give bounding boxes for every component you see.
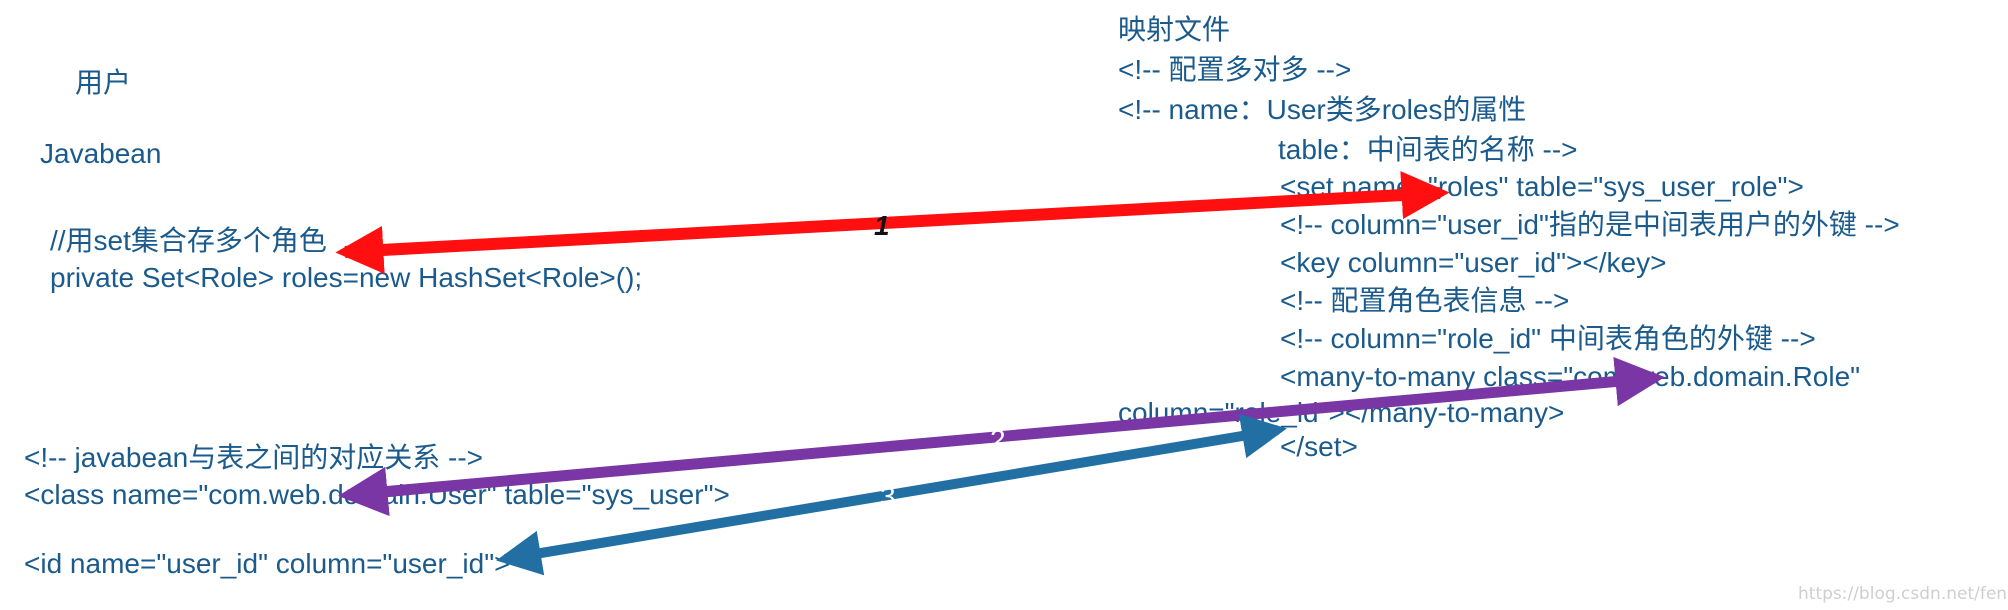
id-tag: <id name="user_id" column="user_id"> [24,548,511,579]
arrow-2-label: 2 [990,424,1006,455]
comment-set-roles: //用set集合存多个角色 [50,225,327,256]
mapping-line: <!-- 配置多对多 --> [1118,54,1352,85]
javabean-heading: Javabean [40,138,162,169]
mapping-line: <!-- 配置角色表信息 --> [1280,285,1570,316]
watermark: https://blog.csdn.net/fenger_c [1798,584,2008,604]
arrow-3-label: 3 [880,481,896,512]
mapping-line: <!-- name：User类多roles的属性 [1118,94,1527,125]
arrow-1-red [335,171,1450,274]
arrow-1-label: 1 [874,210,890,241]
arrow-3-blue [496,413,1287,576]
mapping-line: <!-- column="role_id" 中间表角色的外键 --> [1280,323,1816,354]
mapping-file-title: 映射文件 [1118,14,1231,45]
mapping-line: table：中间表的名称 --> [1278,134,1578,165]
user-heading: 用户 [75,67,132,98]
